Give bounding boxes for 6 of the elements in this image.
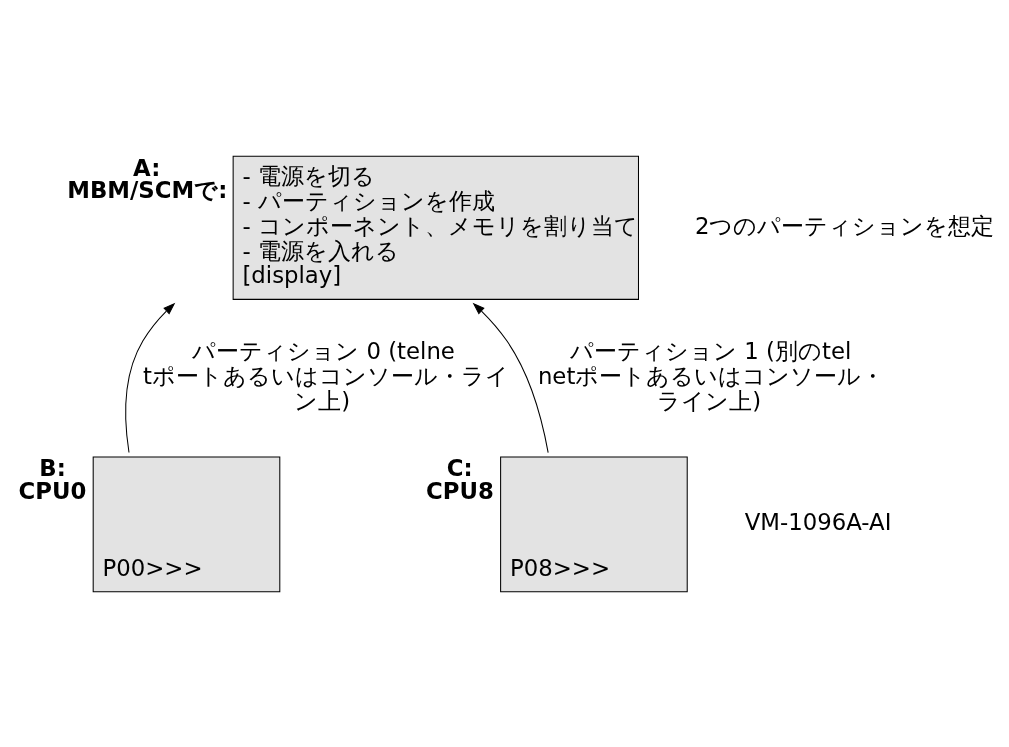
edge-label: パーティション 1 (別のtelnetポートあるいはコンソール・ライン上)	[537, 337, 885, 414]
label: 2つのパーティションを想定	[694, 212, 995, 239]
label: VM-1096A-AI	[744, 508, 892, 535]
arrow	[125, 302, 176, 453]
arrow	[472, 302, 549, 453]
edge-label: パーティション 0 (telnetポートあるいはコンソール・ライン上)	[142, 337, 509, 414]
